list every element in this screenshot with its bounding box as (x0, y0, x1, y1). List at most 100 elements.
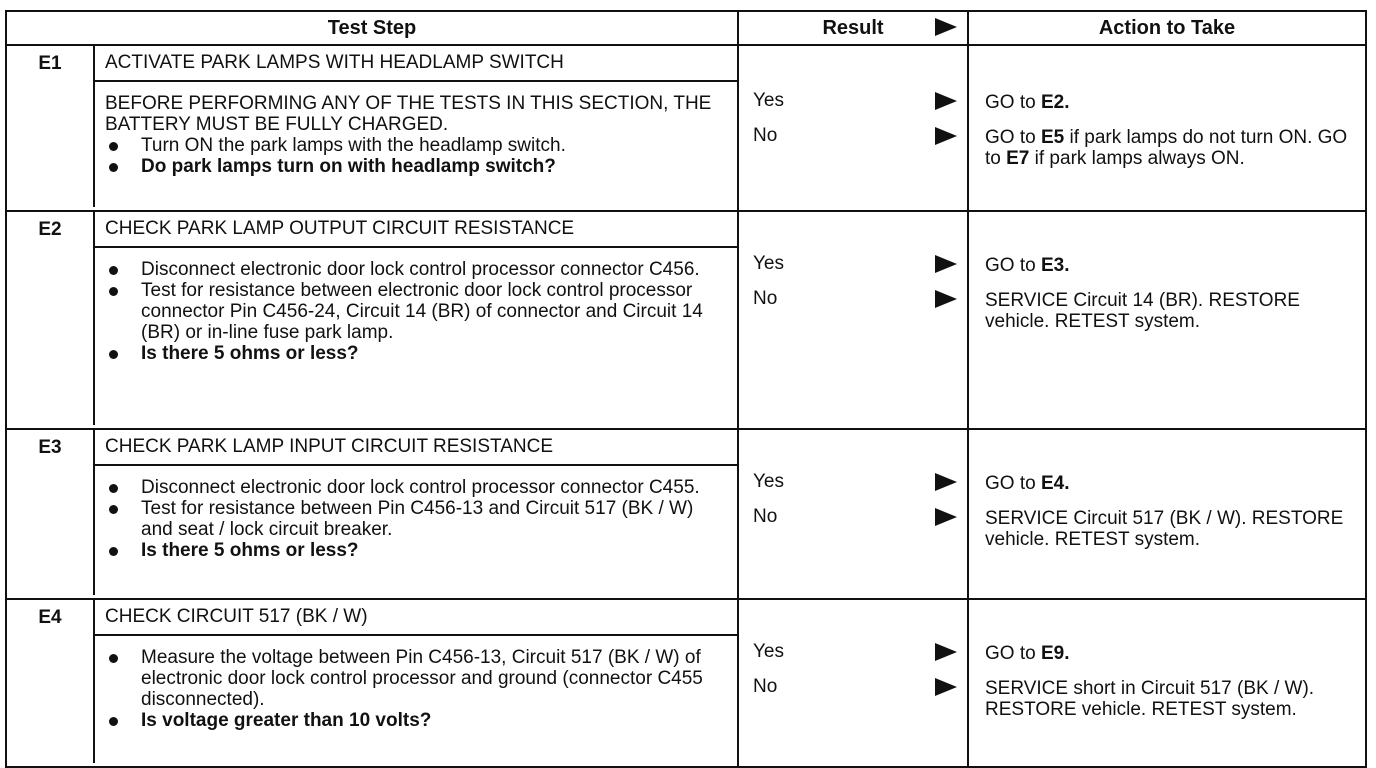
header-test-step: Test Step (5, 10, 739, 46)
bullet-icon (109, 163, 118, 172)
result-no-label: No (753, 125, 778, 146)
result-yes: Yes (739, 470, 967, 505)
result-no: No (739, 505, 967, 540)
action-text: GO to (985, 643, 1041, 664)
step-question: Do park lamps turn on with headlamp swit… (105, 156, 727, 177)
step-question: Is voltage greater than 10 volts? (105, 710, 727, 731)
bullet-text: Turn ON the park lamps with the headlamp… (141, 135, 566, 156)
result-yes-label: Yes (753, 90, 784, 111)
action-no: GO to E5 if park lamps do not turn ON. G… (985, 127, 1365, 169)
step-body: BEFORE PERFORMING ANY OF THE TESTS IN TH… (95, 85, 737, 181)
action-cell-e2: GO to E3. SERVICE Circuit 14 (BR). RESTO… (967, 210, 1367, 430)
step-id: E1 (7, 46, 95, 207)
action-no: SERVICE Circuit 14 (BR). RESTORE vehicle… (985, 290, 1300, 332)
action-yes: GO to E2. (985, 92, 1365, 113)
right-arrow-icon (935, 127, 957, 145)
right-arrow-icon (935, 18, 957, 36)
step-title: CHECK CIRCUIT 517 (BK / W) (95, 600, 737, 636)
step-bullet: Turn ON the park lamps with the headlamp… (105, 135, 727, 156)
result-cell-e4: Yes No (737, 598, 969, 768)
result-no-label: No (753, 506, 778, 527)
action-text: if park lamps always ON. (1029, 148, 1245, 169)
step-bullet: Measure the voltage between Pin C456-13,… (105, 647, 727, 710)
result-cell-e3: Yes No (737, 428, 969, 600)
action-text: GO to (985, 127, 1041, 148)
step-body: Disconnect electronic door lock control … (95, 469, 737, 565)
step-body: Disconnect electronic door lock control … (95, 251, 737, 368)
result-yes: Yes (739, 640, 967, 675)
result-no-label: No (753, 676, 778, 697)
header-result-label: Result (822, 16, 884, 39)
action-text: GO to (985, 473, 1041, 494)
step-cell-e1: E1 ACTIVATE PARK LAMPS WITH HEADLAMP SWI… (5, 44, 739, 212)
step-question: Is there 5 ohms or less? (105, 343, 727, 364)
action-target: E5 (1040, 127, 1065, 148)
action-target: E7 (1006, 148, 1030, 169)
table-header-row: Test Step Result Action to Take (5, 10, 1367, 46)
diagnostic-test-table: Test Step Result Action to Take E1 ACTIV… (5, 10, 1367, 768)
step-bullet: Disconnect electronic door lock control … (105, 259, 727, 280)
step-cell-e4: E4 CHECK CIRCUIT 517 (BK / W) Measure th… (5, 598, 739, 768)
step-title: CHECK PARK LAMP INPUT CIRCUIT RESISTANCE (95, 430, 737, 466)
bullet-icon (109, 717, 118, 726)
bullet-text: Disconnect electronic door lock control … (141, 477, 700, 498)
action-no: SERVICE Circuit 517 (BK / W). RESTORE ve… (985, 508, 1344, 550)
action-cell-e3: GO to E4. SERVICE Circuit 517 (BK / W). … (967, 428, 1367, 600)
step-row-e2: E2 CHECK PARK LAMP OUTPUT CIRCUIT RESIST… (5, 210, 1367, 430)
action-text: GO to (985, 255, 1041, 276)
bullet-text: Is there 5 ohms or less? (141, 343, 359, 364)
right-arrow-icon (935, 643, 957, 661)
right-arrow-icon (935, 678, 957, 696)
right-arrow-icon (935, 473, 957, 491)
result-yes: Yes (739, 252, 967, 287)
action-yes: GO to E9. (985, 643, 1365, 664)
action-cell-e1: GO to E2. GO to E5 if park lamps do not … (967, 44, 1367, 212)
action-yes: GO to E3. (985, 255, 1365, 276)
bullet-text: Disconnect electronic door lock control … (141, 259, 700, 280)
bullet-icon (109, 484, 118, 493)
bullet-text: Test for resistance between electronic d… (141, 280, 703, 343)
action-cell-e4: GO to E9. SERVICE short in Circuit 517 (… (967, 598, 1367, 768)
result-cell-e2: Yes No (737, 210, 969, 430)
step-lead-text: BEFORE PERFORMING ANY OF THE TESTS IN TH… (105, 93, 712, 135)
action-text: if park lamps do not turn ON. GO to (985, 127, 1348, 169)
bullet-icon (109, 654, 118, 663)
action-no: SERVICE short in Circuit 517 (BK / W). R… (985, 678, 1315, 720)
header-action: Action to Take (967, 10, 1367, 46)
action-text: GO to (985, 92, 1041, 113)
result-no: No (739, 124, 967, 159)
action-yes: GO to E4. (985, 473, 1365, 494)
diagnostic-table-page: Test Step Result Action to Take E1 ACTIV… (5, 10, 1367, 768)
bullet-text: Is voltage greater than 10 volts? (141, 710, 432, 731)
step-bullet: Disconnect electronic door lock control … (105, 477, 727, 498)
step-bullet: Test for resistance between electronic d… (105, 280, 727, 343)
bullet-icon (109, 547, 118, 556)
result-no-label: No (753, 288, 778, 309)
bullet-text: Test for resistance between Pin C456-13 … (141, 498, 694, 540)
action-target: E9. (1040, 643, 1070, 664)
step-title: CHECK PARK LAMP OUTPUT CIRCUIT RESISTANC… (95, 212, 737, 248)
result-yes-label: Yes (753, 641, 784, 662)
step-title: ACTIVATE PARK LAMPS WITH HEADLAMP SWITCH (95, 46, 737, 82)
bullet-icon (109, 287, 118, 296)
right-arrow-icon (935, 290, 957, 308)
bullet-icon (109, 266, 118, 275)
step-question: Is there 5 ohms or less? (105, 540, 727, 561)
bullet-text: Is there 5 ohms or less? (141, 540, 359, 561)
step-row-e4: E4 CHECK CIRCUIT 517 (BK / W) Measure th… (5, 598, 1367, 768)
step-id: E4 (7, 600, 95, 763)
step-row-e1: E1 ACTIVATE PARK LAMPS WITH HEADLAMP SWI… (5, 44, 1367, 212)
result-no: No (739, 675, 967, 710)
action-target: E4. (1040, 473, 1070, 494)
result-yes-label: Yes (753, 253, 784, 274)
bullet-text: Do park lamps turn on with headlamp swit… (141, 156, 556, 177)
step-cell-e2: E2 CHECK PARK LAMP OUTPUT CIRCUIT RESIST… (5, 210, 739, 430)
right-arrow-icon (935, 92, 957, 110)
step-id: E2 (7, 212, 95, 425)
step-cell-e3: E3 CHECK PARK LAMP INPUT CIRCUIT RESISTA… (5, 428, 739, 600)
step-id: E3 (7, 430, 95, 595)
action-target: E3. (1040, 255, 1070, 276)
action-target: E2. (1040, 92, 1070, 113)
bullet-icon (109, 142, 118, 151)
header-result: Result (737, 10, 969, 46)
